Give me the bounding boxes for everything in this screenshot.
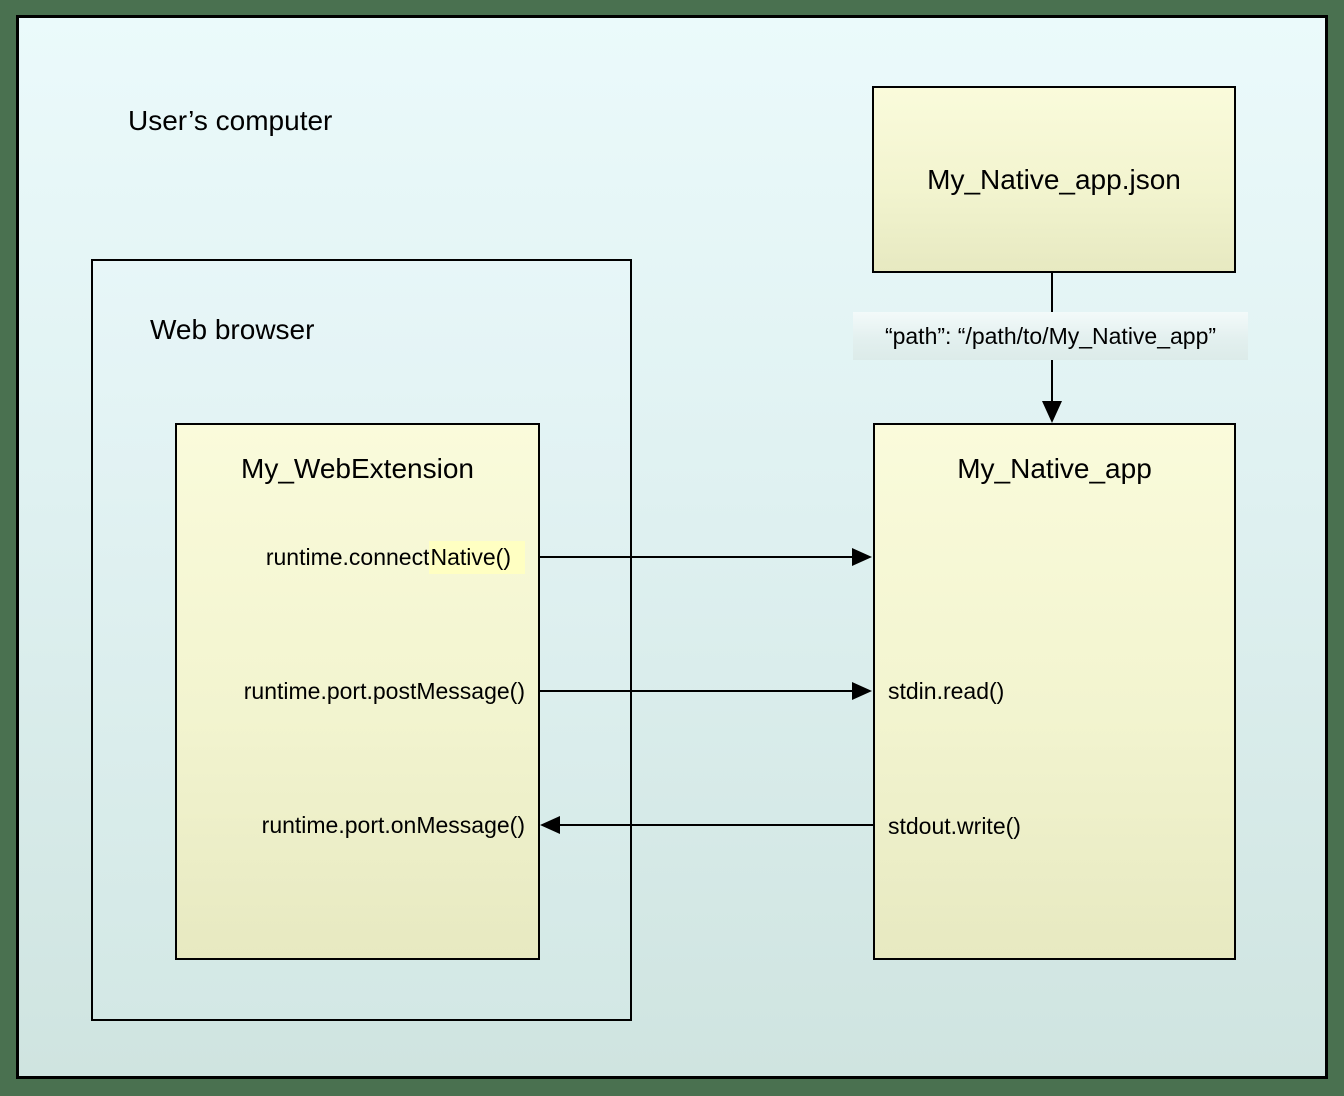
my-webextension-title: My_WebExtension	[241, 453, 474, 484]
stdout-write-label: stdout.write()	[888, 813, 1021, 839]
on-message-label: runtime.port.onMessage()	[261, 812, 525, 838]
my-native-app-box: My_Native_app stdin.read() stdout.write(…	[873, 423, 1236, 960]
stdout-write-arrowhead-icon	[540, 816, 560, 834]
users-computer-box: User’s computer My_Native_app.json “path…	[16, 15, 1328, 1079]
post-message-arrowhead-icon	[852, 682, 872, 700]
web-browser-box: Web browser My_WebExtension runtime.conn…	[91, 259, 632, 1021]
connect-native-arrowhead-icon	[852, 548, 872, 566]
json-to-app-connector-lower	[1051, 360, 1053, 402]
my-native-app-title: My_Native_app	[957, 453, 1152, 484]
users-computer-label: User’s computer	[128, 105, 333, 136]
connect-native-arrow-line	[540, 556, 852, 558]
json-to-app-connector-upper	[1051, 273, 1053, 313]
connect-native-prefix: runtime.connect	[265, 544, 430, 570]
web-browser-label: Web browser	[150, 314, 315, 345]
my-native-app-json-box: My_Native_app.json	[872, 86, 1236, 273]
stdout-write-arrow-line	[560, 824, 873, 826]
post-message-label: runtime.port.postMessage()	[243, 678, 525, 704]
my-webextension-box: My_WebExtension runtime.connectNative() …	[175, 423, 540, 960]
path-annotation: “path”: “/path/to/My_Native_app”	[853, 312, 1248, 360]
post-message-arrow-line	[540, 690, 852, 692]
my-native-app-json-title: My_Native_app.json	[927, 163, 1181, 195]
json-to-app-arrowhead-icon	[1042, 401, 1062, 423]
stdin-read-label: stdin.read()	[888, 678, 1005, 704]
connect-native-highlighted-text: Native()	[429, 541, 525, 574]
connect-native-label: runtime.connectNative()	[265, 541, 525, 574]
